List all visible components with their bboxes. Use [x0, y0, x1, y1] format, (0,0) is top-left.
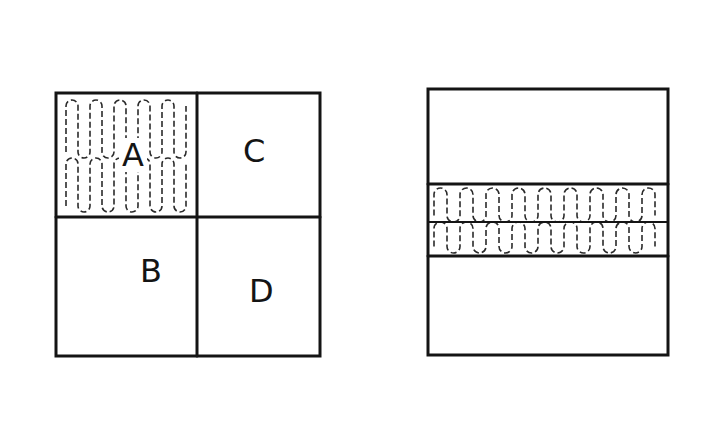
band-line	[428, 183, 668, 186]
divider-line	[196, 93, 199, 356]
quadrant-letter: D	[246, 274, 277, 308]
right-square	[428, 89, 668, 355]
wavy-arrow	[434, 222, 655, 253]
divider-line	[56, 216, 320, 219]
wavy-arrow	[434, 188, 655, 222]
band-line	[428, 255, 668, 258]
band-midline	[428, 221, 668, 223]
quadrant-box: C	[198, 94, 319, 216]
flow-pattern	[66, 100, 655, 253]
quadrant-box: A	[57, 94, 196, 216]
left-square	[56, 93, 320, 356]
quadrant-letter: B	[137, 254, 165, 288]
quadrant-letter: A	[119, 138, 147, 172]
quadrant-box: B	[57, 218, 196, 355]
quadrant-box: D	[198, 218, 319, 355]
quadrant-letter: C	[240, 134, 268, 168]
